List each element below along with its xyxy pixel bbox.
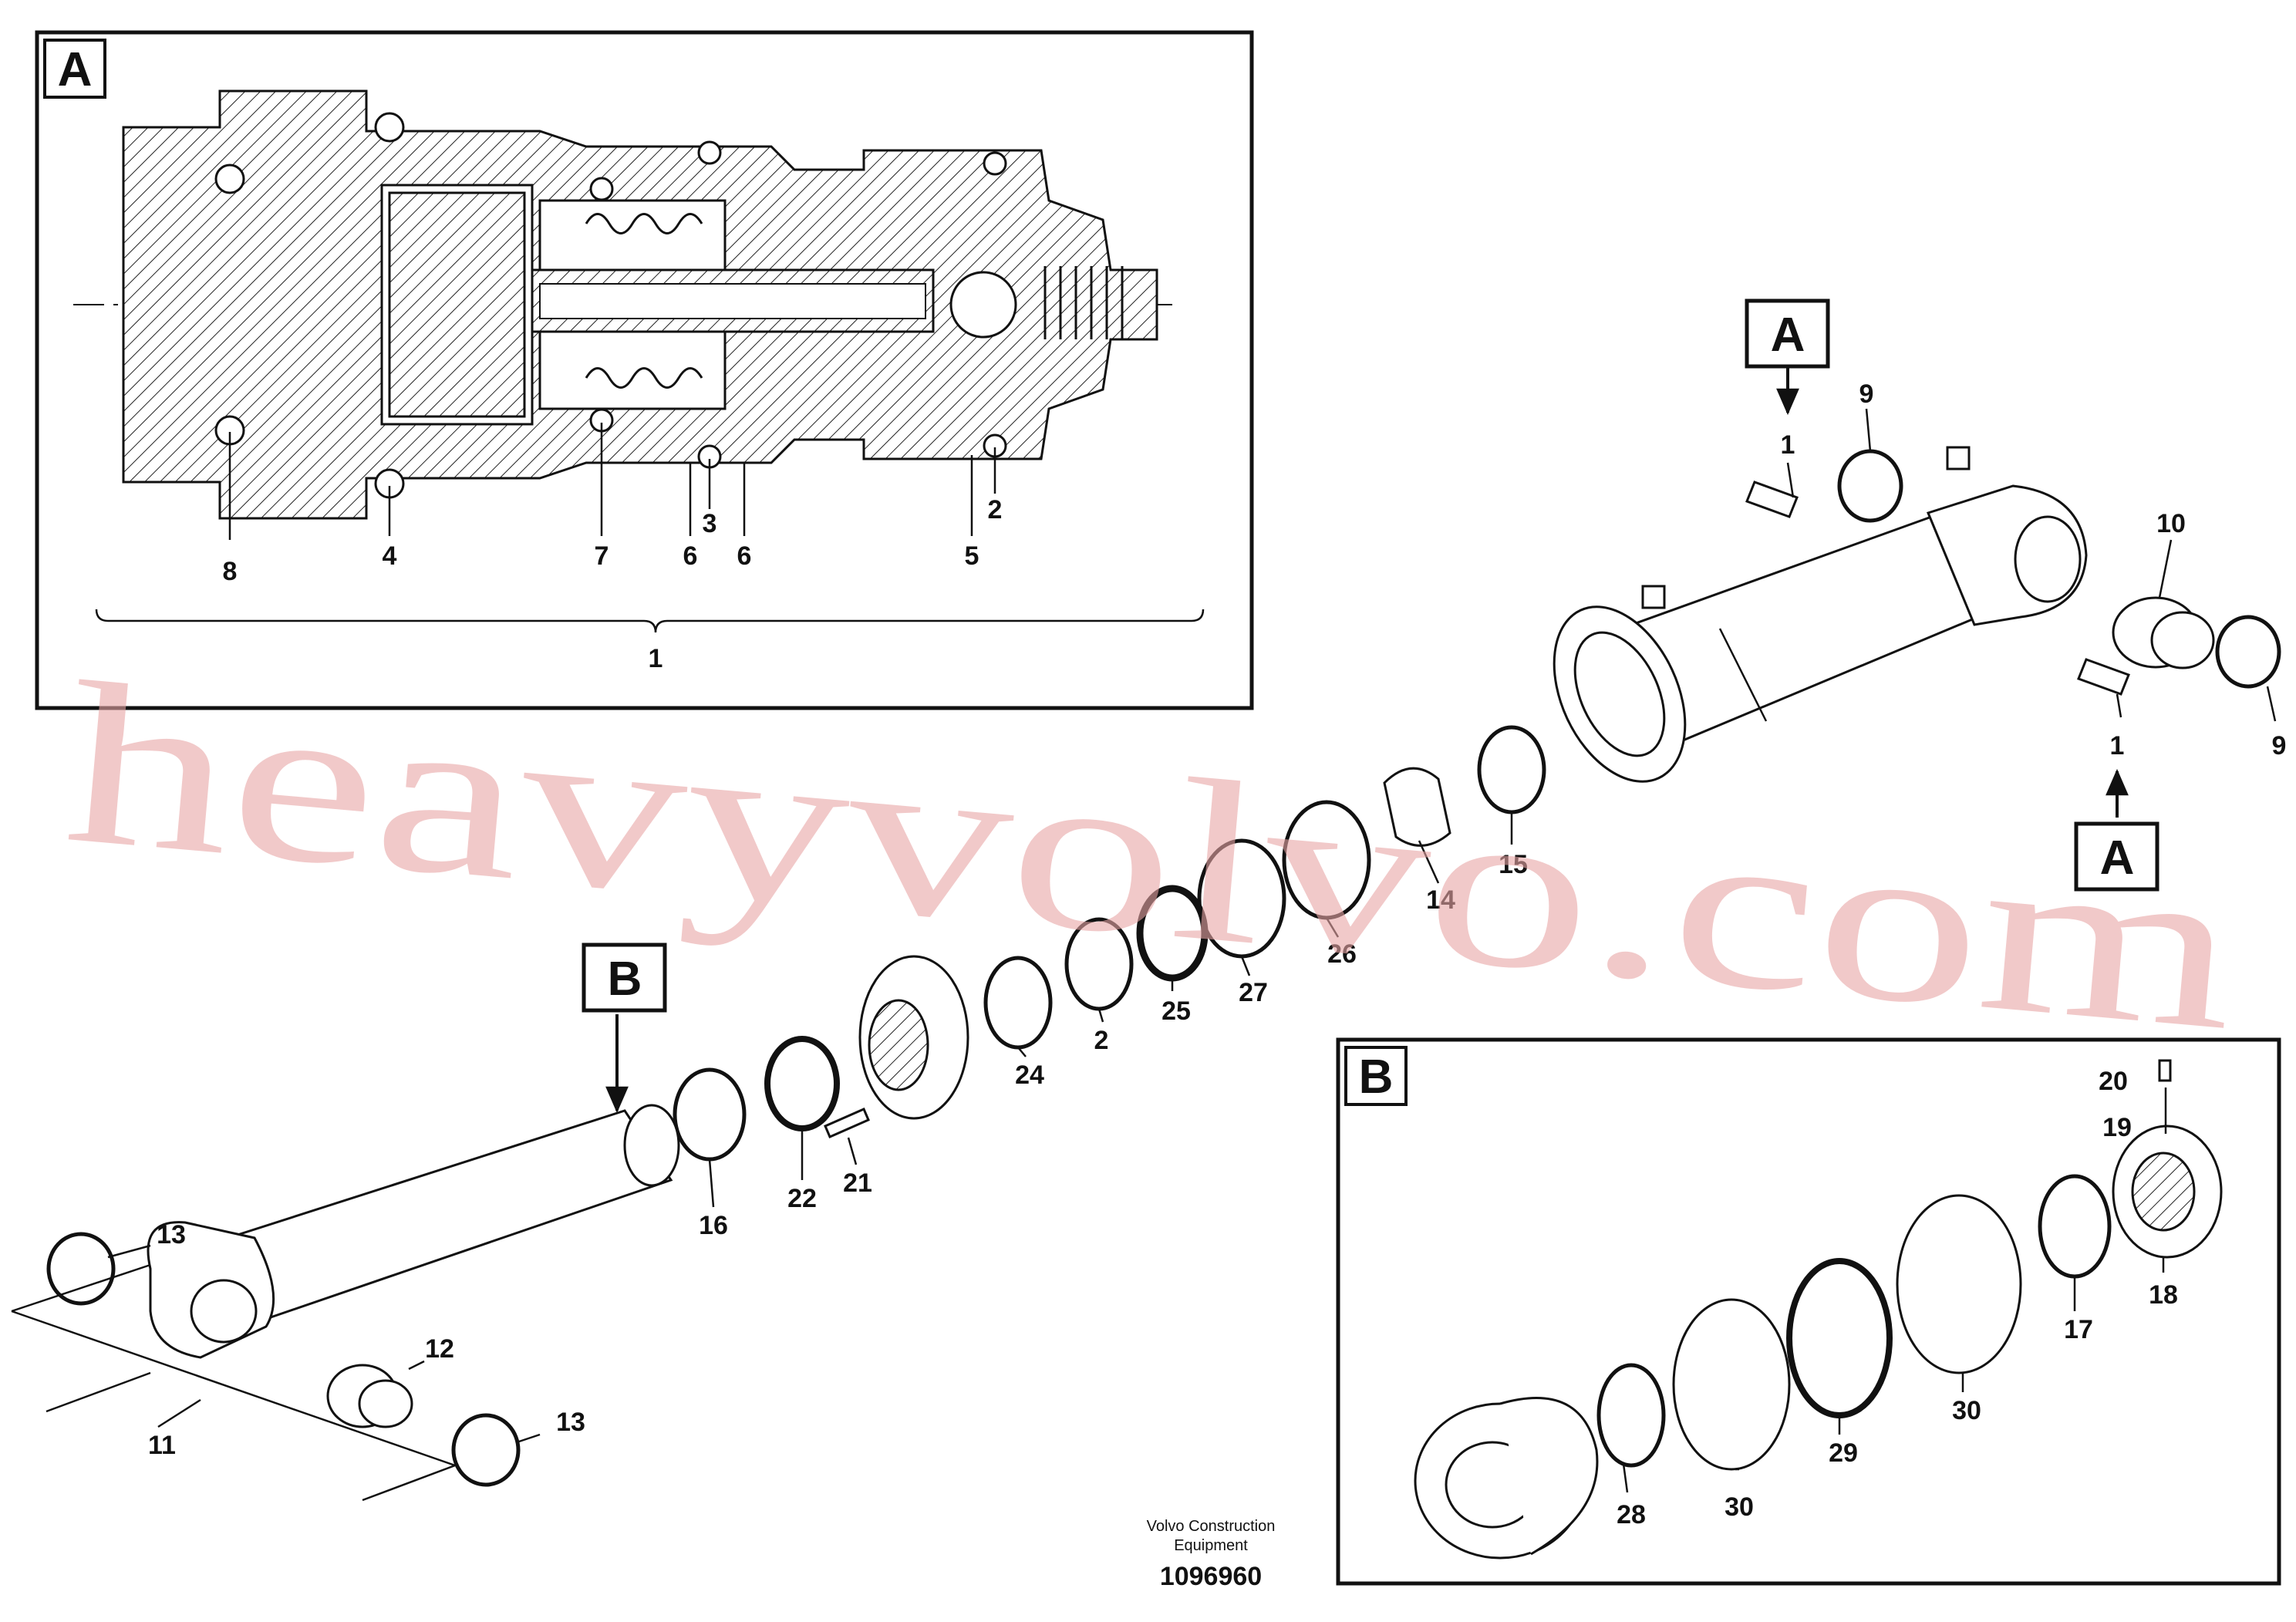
detail-b-callout-20: 20 [2099,1067,2128,1096]
detail-b-tag: B [1359,1050,1394,1104]
view-a-tag-box-top [1745,298,1830,369]
detail-a-panel: A [35,30,1254,710]
callout-21: 21 [843,1168,872,1198]
detail-a-tag: A [58,43,93,96]
detail-b-callout-19: 19 [2102,1113,2132,1142]
view-a-tag-top: A [1771,309,1805,362]
detail-b-callout-30-left: 30 [1725,1492,1754,1522]
callout-16: 16 [699,1211,728,1240]
detail-a-callout-4: 4 [383,541,397,571]
callout-22: 22 [787,1184,817,1213]
detail-a-assembly-callout: 1 [649,644,663,673]
callout-1-bottom: 1 [2110,731,2125,760]
view-b-tag: B [608,953,642,1006]
callout-10: 10 [2156,509,2186,538]
callout-12: 12 [425,1334,454,1364]
detail-b-callout-30-right: 30 [1952,1396,1981,1425]
callout-1-top: 1 [1781,430,1795,460]
view-b-tag-box [582,943,667,1013]
detail-b-callout-18: 18 [2149,1280,2178,1310]
detail-a-callout-2: 2 [988,495,1003,524]
view-a-tag-bottom: A [2100,831,2135,885]
cylinder-exploded-view: A A B 1 9 10 1 9 15 14 26 27 25 2 24 22 … [11,298,2287,1502]
check-valve-section [73,89,1172,540]
callout-9-bottom: 9 [2272,731,2287,760]
callout-24: 24 [1015,1061,1044,1090]
callout-26: 26 [1327,939,1357,969]
callout-25: 25 [1161,996,1191,1026]
document-number: 1096960 [1160,1562,1262,1591]
credit-block: Volvo Construction Equipment 1096960 [1147,1518,1276,1591]
callout-27: 27 [1239,978,1268,1007]
callout-2: 2 [1094,1026,1109,1055]
callout-13-right: 13 [556,1408,585,1437]
callout-15: 15 [1499,850,1528,879]
view-a-tag-box-bottom [2074,821,2159,892]
detail-b-callout-28: 28 [1617,1500,1646,1529]
callout-14: 14 [1426,885,1455,915]
credit-line-1: Volvo Construction [1147,1518,1276,1535]
detail-b-callout-29: 29 [1829,1438,1858,1468]
detail-b-callout-17: 17 [2064,1315,2093,1344]
detail-a-callout-6b: 6 [737,541,752,571]
credit-line-2: Equipment [1174,1537,1248,1554]
detail-a-callout-5: 5 [965,541,979,571]
detail-a-callout-3: 3 [703,509,717,538]
callout-9-top: 9 [1859,379,1874,409]
callout-11: 11 [148,1431,176,1460]
detail-a-callout-6a: 6 [683,541,698,571]
detail-b-tag-box [1344,1046,1408,1106]
callout-13-left: 13 [157,1220,186,1249]
detail-a-callout-7: 7 [595,541,609,571]
detail-a-tag-box [43,39,106,99]
detail-b-panel: B 20 19 18 17 30 29 30 28 [1336,1037,2281,1586]
detail-a-callout-8: 8 [223,557,238,586]
